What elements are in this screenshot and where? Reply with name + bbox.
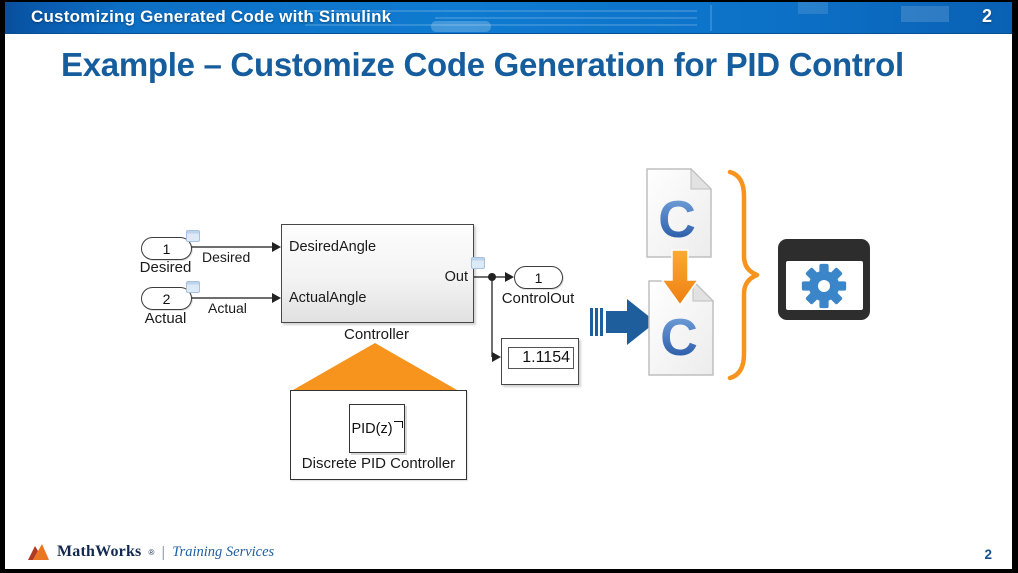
signal-badge-icon	[186, 230, 200, 242]
c-letter: C	[658, 191, 696, 249]
training-services-label: Training Services	[172, 543, 275, 560]
wire-junction-dot	[488, 273, 496, 281]
subsystem-label: Discrete PID Controller	[301, 455, 456, 472]
footer-divider: |	[161, 543, 166, 561]
page-number: 2	[984, 547, 992, 562]
registered-mark: ®	[148, 547, 155, 557]
footer: MathWorks ® | Training Services	[28, 543, 274, 561]
c-file-icon: C	[648, 279, 715, 376]
transform-arrow-icon	[590, 299, 656, 345]
controller-label: Controller	[343, 326, 410, 343]
header-title: Customizing Generated Code with Simulink	[31, 7, 392, 26]
inport-1-number: 1	[162, 240, 171, 257]
outport-label: ControlOut	[501, 290, 575, 307]
wire-arrowhead-icon	[272, 242, 281, 252]
wire-arrowhead-icon	[505, 272, 514, 282]
pid-block: PID(z)	[349, 404, 405, 453]
step-response-glyph	[393, 421, 403, 428]
display-value: 1.1154	[508, 347, 574, 369]
signal-badge-icon	[471, 257, 485, 269]
outport-number: 1	[534, 269, 543, 286]
wire-arrowhead-icon	[492, 352, 501, 362]
header-slide-number: 2	[981, 6, 992, 26]
c-file-icon: C	[646, 167, 713, 258]
wire-arrowhead-icon	[272, 293, 281, 303]
inport-1-label: Desired	[139, 259, 192, 276]
orange-down-arrow-icon	[660, 249, 700, 307]
signal-badge-icon	[186, 281, 200, 293]
gear-icon	[801, 263, 847, 309]
page-title: Example – Customize Code Generation for …	[61, 46, 904, 83]
callout-triangle-icon	[293, 343, 457, 390]
outport-block: 1	[514, 266, 563, 289]
circuit-pattern-decoration	[5, 2, 1012, 33]
signal-label-actual: Actual	[208, 300, 247, 316]
curly-brace-icon	[727, 169, 760, 381]
mathworks-logo-icon	[28, 544, 49, 560]
display-block: 1.1154	[501, 338, 579, 385]
header-bar: Customizing Generated Code with Simulink…	[5, 2, 1012, 34]
app-window-icon	[778, 239, 870, 320]
mathworks-wordmark: MathWorks	[57, 543, 142, 560]
pid-block-text: PID(z)	[351, 420, 393, 437]
controller-port-actualangle: ActualAngle	[289, 290, 367, 306]
inport-1-block: 1	[141, 237, 192, 260]
subsystem-box: PID(z) Discrete PID Controller	[290, 390, 467, 480]
inport-2-block: 2	[141, 287, 192, 310]
inport-2-label: Actual	[144, 310, 187, 327]
controller-block: DesiredAngle ActualAngle Out	[281, 224, 474, 323]
inport-2-number: 2	[162, 290, 171, 307]
controller-port-out: Out	[444, 269, 468, 285]
signal-label-desired: Desired	[202, 249, 251, 265]
c-letter: C	[660, 309, 698, 367]
controller-port-desiredangle: DesiredAngle	[289, 239, 377, 255]
